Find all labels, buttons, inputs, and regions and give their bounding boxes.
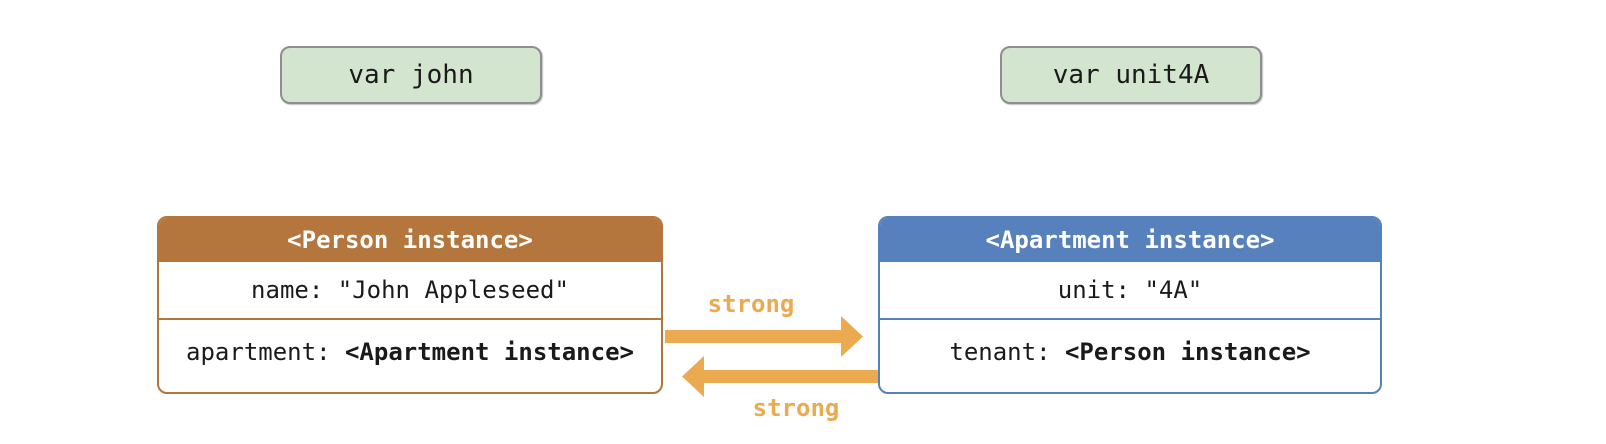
variable-unit4a-label: var unit4A bbox=[1052, 60, 1210, 90]
person-instance-header: <Person instance> bbox=[159, 218, 661, 262]
arrow-right-icon bbox=[665, 316, 863, 357]
person-apartment-value: <Apartment instance> bbox=[344, 338, 634, 366]
apartment-unit-text: unit: "4A" bbox=[1057, 276, 1203, 304]
apartment-tenant-row: tenant: <Person instance> bbox=[880, 320, 1380, 392]
arrow-left-icon bbox=[682, 356, 878, 397]
strong-label-bottom: strong bbox=[752, 394, 840, 422]
apartment-instance-header: <Apartment instance> bbox=[880, 218, 1380, 262]
person-apartment-property: apartment: bbox=[186, 338, 345, 366]
apartment-instance-box: <Apartment instance> unit: "4A" tenant: … bbox=[878, 216, 1382, 394]
strong-label-top: strong bbox=[707, 290, 795, 318]
variable-box-unit4a: var unit4A bbox=[1000, 46, 1262, 104]
person-apartment-row: apartment: <Apartment instance> bbox=[159, 320, 661, 392]
person-name-row: name: "John Appleseed" bbox=[159, 262, 661, 320]
variable-box-john: var john bbox=[280, 46, 542, 104]
apartment-tenant-value: <Person instance> bbox=[1064, 338, 1311, 366]
person-instance-box: <Person instance> name: "John Appleseed"… bbox=[157, 216, 663, 394]
person-name-text: name: "John Appleseed" bbox=[251, 276, 569, 304]
variable-john-label: var john bbox=[348, 60, 474, 90]
apartment-tenant-property: tenant: bbox=[949, 338, 1065, 366]
apartment-instance-title: <Apartment instance> bbox=[985, 226, 1275, 254]
apartment-unit-row: unit: "4A" bbox=[880, 262, 1380, 320]
person-instance-title: <Person instance> bbox=[287, 226, 533, 254]
